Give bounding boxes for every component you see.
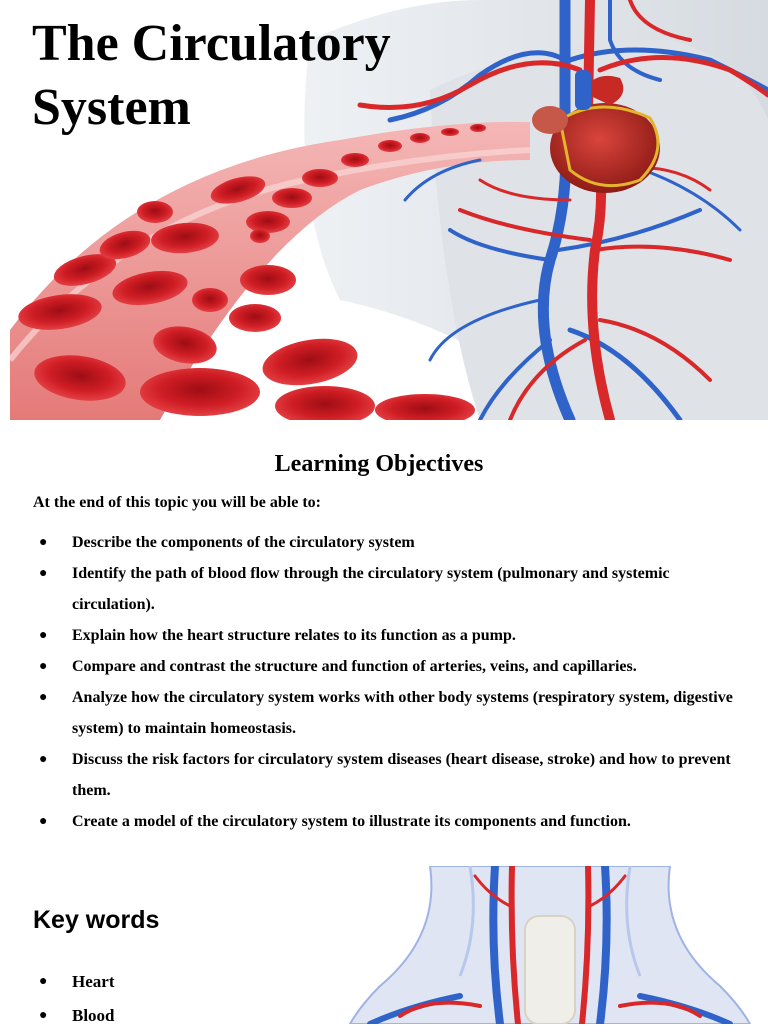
objective-text: Explain how the heart structure relates …: [72, 627, 516, 644]
objectives-intro: At the end of this topic you will be abl…: [33, 494, 321, 511]
objective-text: Compare and contrast the structure and f…: [72, 658, 637, 675]
bullet-icon: ●: [39, 1008, 48, 1023]
objective-text: Analyze how the circulatory system works…: [72, 689, 733, 737]
objective-item: ● Compare and contrast the structure and …: [33, 651, 733, 682]
objective-item: ● Describe the components of the circulat…: [33, 527, 733, 558]
bullet-icon: ●: [39, 814, 48, 829]
hero-banner: The Circulatory System: [10, 0, 768, 420]
bullet-icon: ●: [39, 659, 48, 674]
bullet-icon: ●: [39, 974, 48, 989]
page-title: The Circulatory System: [32, 15, 391, 136]
objective-item: ● Explain how the heart structure relates…: [33, 620, 733, 651]
key-words-heading: Key words: [33, 906, 160, 934]
blood-vessel: [10, 121, 530, 420]
keyword-text: Blood: [72, 1006, 115, 1025]
bullet-icon: ●: [39, 566, 48, 581]
blood-vessel-lumen: [10, 147, 531, 362]
objective-item: ● Discuss the risk factors for circulator…: [33, 744, 733, 806]
key-words-list: ● Heart ● Blood: [33, 965, 115, 1033]
heart-organ: [532, 70, 660, 193]
keyword-text: Heart: [72, 972, 115, 991]
circulatory-system-illustration: [10, 0, 768, 420]
learning-objectives-heading: Learning Objectives: [274, 451, 484, 477]
objectives-list: ● Describe the components of the circulat…: [33, 527, 733, 837]
objective-text: Discuss the risk factors for circulatory…: [72, 751, 731, 799]
bullet-icon: ●: [39, 535, 48, 550]
keyword-item: ● Heart: [33, 965, 115, 999]
objective-item: ● Create a model of the circulatory syste…: [33, 806, 733, 837]
objective-text: Identify the path of blood flow through …: [72, 565, 670, 613]
bullet-icon: ●: [39, 690, 48, 705]
objective-text: Create a model of the circulatory system…: [72, 813, 631, 830]
objective-item: ● Identify the path of blood flow through…: [33, 558, 733, 620]
neck-vessels-svg: [340, 866, 760, 1024]
bullet-icon: ●: [39, 752, 48, 767]
red-blood-cells: [18, 124, 486, 420]
neck-vessels-illustration: [340, 866, 760, 1024]
objective-item: ● Analyze how the circulatory system work…: [33, 682, 733, 744]
keyword-item: ● Blood: [33, 999, 115, 1033]
bullet-icon: ●: [39, 628, 48, 643]
objective-text: Describe the components of the circulato…: [72, 534, 415, 551]
